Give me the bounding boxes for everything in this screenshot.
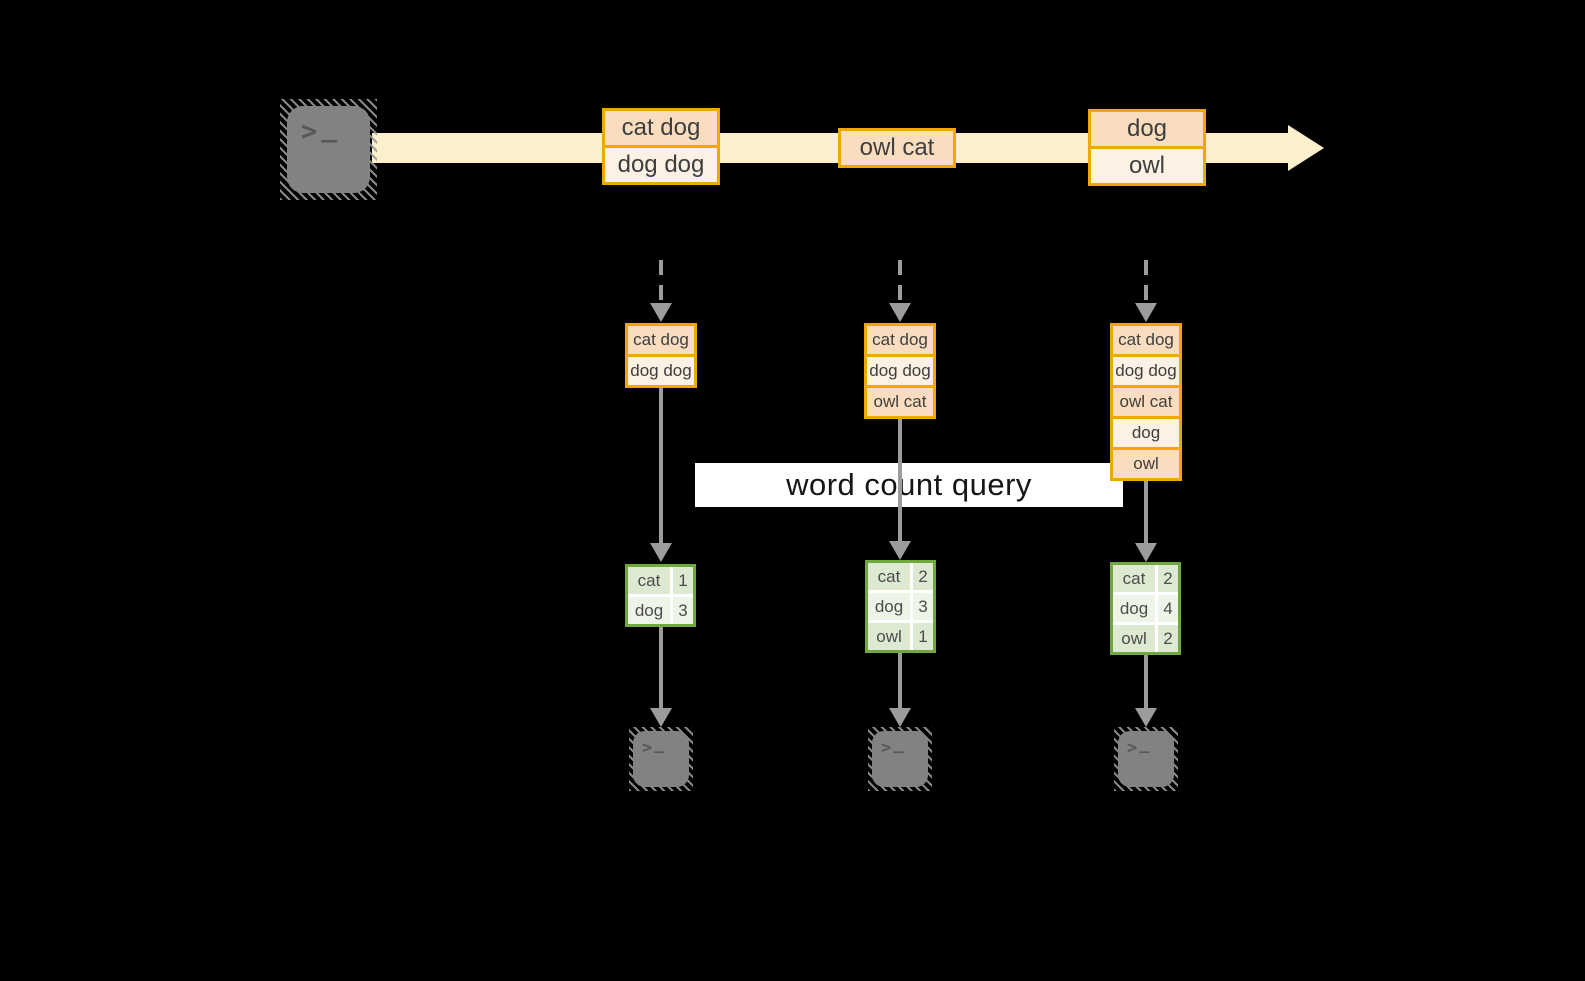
arrowhead-icon [650, 303, 672, 322]
word-cell: dog [628, 597, 670, 624]
terminal-icon: >_ [280, 99, 377, 200]
flow-arrow [1135, 481, 1157, 562]
arrow-line [659, 627, 663, 708]
state-line: dog dog [867, 357, 933, 385]
message-line: dog dog [605, 148, 717, 182]
arrowhead-icon [889, 708, 911, 727]
terminal-icon-body: >_ [872, 731, 928, 787]
word-cell: cat [868, 563, 910, 590]
query-label: word count query [695, 463, 1123, 507]
arrowhead-icon [650, 708, 672, 727]
count-cell: 2 [1158, 625, 1178, 652]
message-line: cat dog [605, 111, 717, 145]
state-buffer: cat dog dog dog owl cat dog owl [1110, 323, 1182, 481]
arrowhead-icon [650, 543, 672, 562]
word-count-table: cat 2 dog 4 owl 2 [1110, 562, 1181, 655]
flow-arrow [1135, 655, 1157, 727]
terminal-icon-body: >_ [287, 106, 370, 193]
terminal-prompt: >_ [301, 112, 342, 147]
state-line: owl cat [867, 388, 933, 416]
terminal-icon: >_ [629, 727, 693, 791]
state-buffer: cat dog dog dog [625, 323, 697, 388]
arrow-line [898, 653, 902, 708]
arrow-line [659, 388, 663, 543]
prompt-underscore: _ [893, 734, 906, 754]
count-cell: 1 [913, 623, 933, 650]
count-cell: 4 [1158, 595, 1178, 622]
word-cell: owl [868, 623, 910, 650]
arrow-line [898, 260, 902, 303]
word-cell: dog [1113, 595, 1155, 622]
terminal-icon: >_ [1114, 727, 1178, 791]
terminal-icon-body: >_ [1118, 731, 1174, 787]
word-cell: cat [628, 567, 670, 594]
word-count-table: cat 1 dog 3 [625, 564, 696, 627]
flow-arrow [650, 627, 672, 727]
arrow-line [1144, 481, 1148, 543]
arrow-line [1144, 655, 1148, 708]
query-label-text: word count query [786, 467, 1032, 502]
message-line: owl [1091, 149, 1203, 183]
word-cell: owl [1113, 625, 1155, 652]
dashed-arrow [889, 260, 911, 322]
prompt-underscore: _ [654, 734, 667, 754]
message-line: dog [1091, 112, 1203, 146]
stream-arrowhead-icon [1288, 125, 1324, 171]
word-count-table: cat 2 dog 3 owl 1 [865, 560, 936, 653]
terminal-icon-body: >_ [633, 731, 689, 787]
prompt-underscore: _ [1139, 734, 1152, 754]
prompt-chevron: > [1127, 738, 1140, 758]
dashed-arrow [1135, 260, 1157, 322]
dashed-arrow [650, 260, 672, 322]
state-line: owl [1113, 450, 1179, 478]
word-cell: dog [868, 593, 910, 620]
state-line: dog dog [628, 357, 694, 385]
state-buffer: cat dog dog dog owl cat [864, 323, 936, 419]
arrowhead-icon [889, 541, 911, 560]
arrowhead-icon [1135, 303, 1157, 322]
arrowhead-icon [1135, 543, 1157, 562]
state-line: dog [1113, 419, 1179, 447]
state-line: dog dog [1113, 357, 1179, 385]
count-cell: 2 [1158, 565, 1178, 592]
arrow-line [898, 419, 902, 541]
message-line: owl cat [841, 131, 953, 165]
terminal-prompt: >_ [642, 734, 667, 758]
flow-arrow [889, 419, 911, 560]
count-cell: 3 [913, 593, 933, 620]
terminal-icon: >_ [868, 727, 932, 791]
prompt-chevron: > [642, 738, 655, 758]
prompt-chevron: > [881, 738, 894, 758]
arrowhead-icon [1135, 708, 1157, 727]
state-line: owl cat [1113, 388, 1179, 416]
terminal-prompt: >_ [1127, 734, 1152, 758]
arrow-line [659, 260, 663, 303]
word-cell: cat [1113, 565, 1155, 592]
prompt-chevron: > [301, 116, 322, 147]
message-box: dog owl [1088, 109, 1206, 186]
arrowhead-icon [889, 303, 911, 322]
arrow-line [1144, 260, 1148, 303]
flow-arrow [650, 388, 672, 562]
state-line: cat dog [867, 326, 933, 354]
count-cell: 1 [673, 567, 693, 594]
state-line: cat dog [628, 326, 694, 354]
terminal-prompt: >_ [881, 734, 906, 758]
count-cell: 3 [673, 597, 693, 624]
state-line: cat dog [1113, 326, 1179, 354]
message-box: owl cat [838, 128, 956, 168]
flow-arrow [889, 653, 911, 727]
message-box: cat dog dog dog [602, 108, 720, 185]
count-cell: 2 [913, 563, 933, 590]
prompt-underscore: _ [321, 112, 342, 143]
